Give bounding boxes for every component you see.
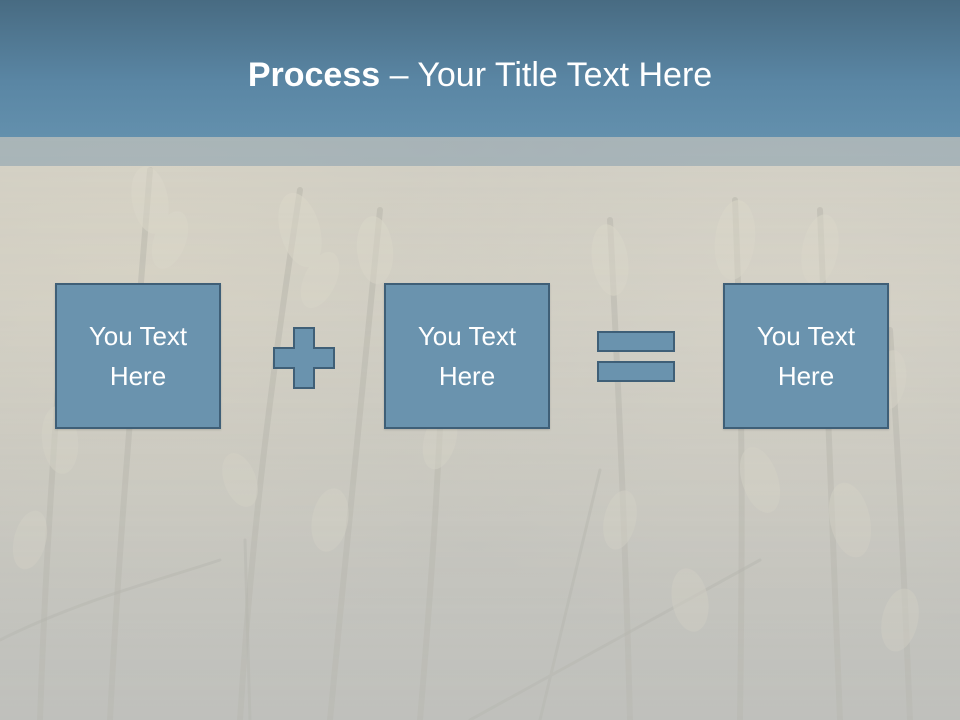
title-bar [0,0,960,137]
title-bold-part: Process [247,56,381,94]
title-accent-strip [0,137,960,166]
process-box-1-label: You Text Here [88,321,188,391]
process-box-2-label: You Text Here [417,321,517,391]
slide-title: Process – Your Title Text Here [0,54,960,96]
process-box-3: You Text Here [723,283,889,429]
process-box-2: You Text Here [384,283,550,429]
title-rest-part: – Your Title Text Here [380,56,713,94]
process-box-3-label: You Text Here [756,321,856,391]
equals-icon [597,331,675,382]
plus-icon [273,327,335,389]
process-box-1: You Text Here [55,283,221,429]
